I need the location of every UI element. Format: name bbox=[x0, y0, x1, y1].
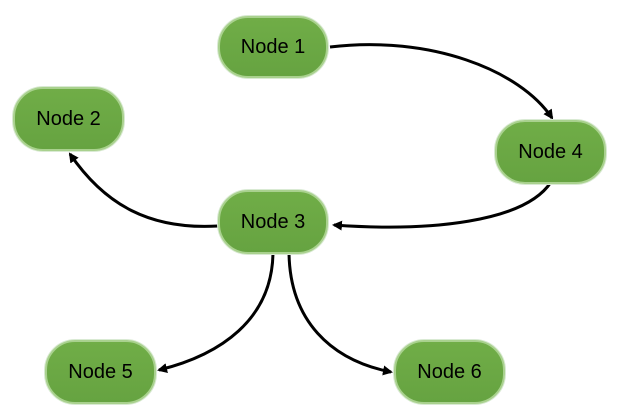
edge-node3-node2 bbox=[68, 152, 219, 228]
edge-node3-node6 bbox=[287, 252, 393, 376]
node-5[interactable]: Node 5 bbox=[45, 340, 156, 404]
node-6[interactable]: Node 6 bbox=[394, 340, 505, 404]
node-6-label: Node 6 bbox=[417, 360, 482, 383]
edge-node1-node4 bbox=[329, 43, 554, 120]
node-4[interactable]: Node 4 bbox=[495, 120, 606, 184]
edge-node4-node3 bbox=[332, 181, 553, 231]
node-3[interactable]: Node 3 bbox=[218, 190, 328, 254]
node-2-label: Node 2 bbox=[36, 107, 101, 130]
node-2[interactable]: Node 2 bbox=[13, 87, 124, 151]
node-1-label: Node 1 bbox=[240, 35, 306, 58]
node-4-label: Node 4 bbox=[518, 140, 583, 163]
node-3-label: Node 3 bbox=[240, 210, 306, 233]
node-1[interactable]: Node 1 bbox=[218, 16, 328, 78]
node-5-label: Node 5 bbox=[68, 360, 133, 383]
edge-node3-node5 bbox=[157, 252, 275, 373]
